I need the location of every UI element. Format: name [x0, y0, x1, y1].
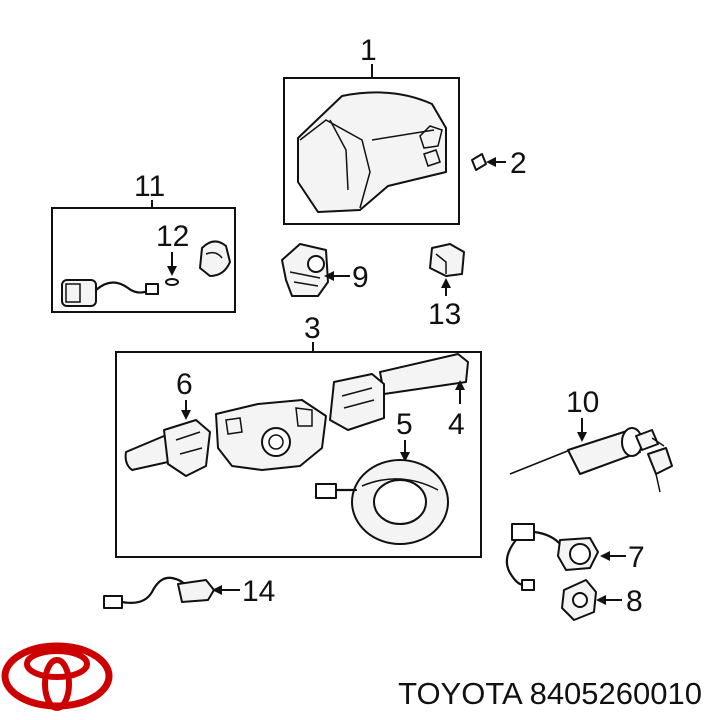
turn-signal-lever-part-4: [329, 353, 469, 431]
group-1: 1 2: [283, 34, 527, 225]
callout-10: 10: [566, 386, 599, 419]
callout-2: 2: [510, 147, 527, 180]
caption-space: [521, 676, 530, 711]
clock-spring-part-5: [315, 459, 449, 545]
callout-14: 14: [242, 575, 275, 608]
toyota-logo-icon: [1, 642, 113, 711]
lock-housing-part-9: [281, 243, 329, 297]
callout-7: 7: [628, 541, 645, 574]
key-cylinder-part-8: [561, 579, 597, 621]
callout-5: 5: [396, 408, 413, 441]
callout-6: 6: [176, 368, 193, 401]
group-7-8: 7 8: [505, 523, 645, 621]
ignition-lock-part-10: [509, 427, 673, 493]
column-cover-part: [297, 91, 447, 213]
wiper-switch-part-6: [124, 419, 211, 477]
switch-base-part: [215, 399, 327, 471]
group-14: 14: [103, 575, 275, 609]
group-11: 11 12: [51, 170, 236, 313]
callout-13: 13: [428, 298, 461, 331]
harness-part: [61, 240, 231, 307]
callout-3: 3: [304, 312, 321, 345]
group-3: 3 6 4 5: [115, 312, 482, 558]
group-13: 13: [428, 243, 465, 331]
box-3: [115, 351, 482, 558]
clip-part-12: [165, 278, 179, 286]
switch-part-13: [429, 243, 465, 277]
callout-4: 4: [448, 408, 465, 441]
callout-9: 9: [352, 261, 369, 294]
callout-8: 8: [626, 585, 643, 618]
box-11: [51, 207, 236, 313]
brand-name: TOYOTA: [398, 676, 523, 711]
part-number: 8405260010: [530, 676, 702, 711]
part-caption: TOYOTA 8405260010: [398, 676, 702, 711]
group-9: 9: [281, 243, 369, 297]
callout-12: 12: [156, 220, 189, 253]
callout-1: 1: [360, 34, 377, 67]
callout-11: 11: [134, 170, 165, 203]
harness-part-7: [505, 523, 599, 591]
sensor-harness-part-14: [103, 576, 215, 609]
group-10: 10: [509, 386, 673, 493]
box-1: [283, 77, 460, 225]
clip-part-2: [471, 153, 487, 171]
